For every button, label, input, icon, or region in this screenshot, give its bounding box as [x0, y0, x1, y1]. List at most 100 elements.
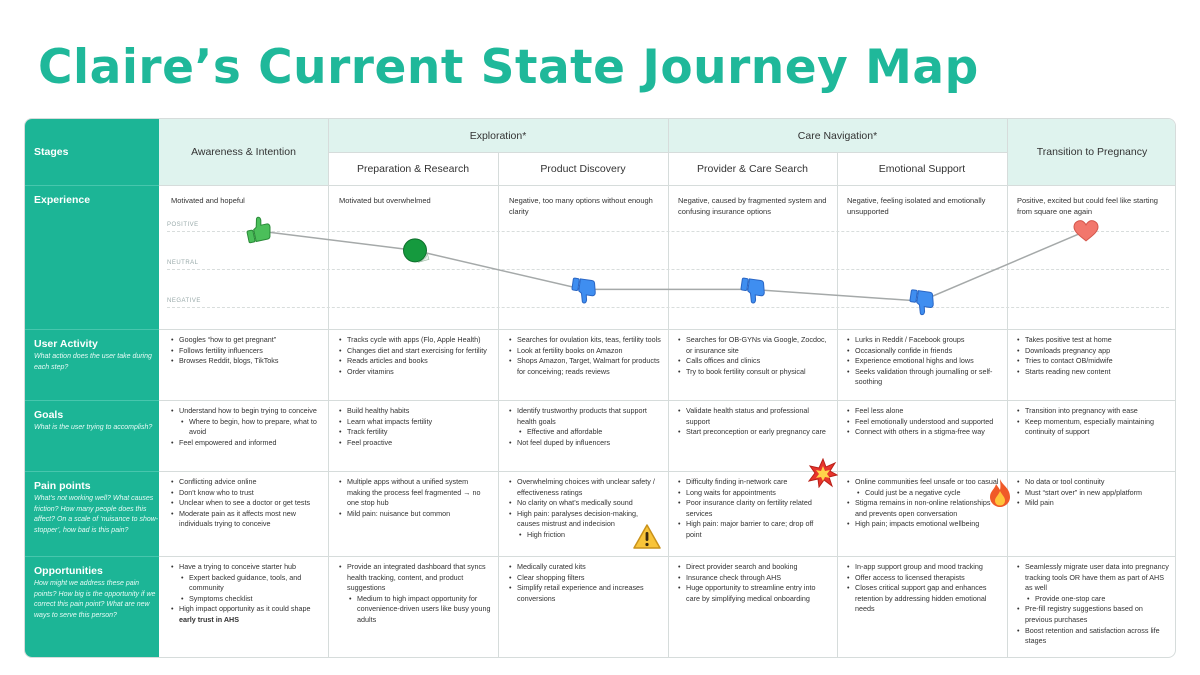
activity-item: Follows fertility influencers [171, 346, 321, 357]
experience-text-emotional: Negative, feeling isolated and emotional… [847, 196, 986, 216]
activity-item: Takes positive test at home [1017, 335, 1169, 346]
goals-item: Effective and affordable [509, 427, 661, 438]
stage-header-awareness: Awareness & Intention [159, 119, 328, 185]
experience-text-provider: Negative, caused by fragmented system an… [678, 196, 827, 216]
goals-item: Connect with others in a stigma-free way [847, 427, 999, 438]
activity-item: Experience emotional highs and lows [847, 356, 999, 367]
thumbs-down-icon [740, 277, 765, 304]
pain-label-cell: Pain points What’s not working well? Wha… [25, 471, 159, 556]
activity-cell-product: Searches for ovulation kits, teas, ferti… [509, 335, 661, 377]
pain-item: High pain: major barrier to care; drop o… [678, 519, 830, 540]
experience-label-cell: Experience [25, 185, 159, 329]
pain-label: Pain points [34, 480, 91, 492]
journey-map: Stages Experience User Activity What act… [24, 118, 1176, 658]
activity-cell-awareness: Googles “how to get pregnant”Follows fer… [171, 335, 321, 367]
pain-cell-provider: Difficulty finding in-network careLong w… [678, 477, 830, 541]
pain-item: Multiple apps without a unified system m… [339, 477, 491, 509]
pain-item: Could just be a negative cycle [847, 488, 999, 499]
stage-header-provider-search: Provider & Care Search [668, 152, 837, 185]
thumbs-down-icon [909, 289, 934, 316]
pain-cell-emotional: Online communities feel unsafe or too ca… [847, 477, 999, 530]
pain-item: Poor insurance clarity on fertility rela… [678, 498, 830, 519]
opps-cell-awareness: Have a trying to conceive starter hubExp… [171, 562, 321, 626]
goals-cell-awareness: Understand how to begin trying to concei… [171, 406, 321, 448]
scale-neutral-label: NEUTRAL [167, 260, 199, 266]
experience-line [257, 230, 1087, 302]
thumbs-up-icon [246, 216, 271, 244]
explosion-icon [808, 458, 838, 488]
pain-item: High pain; impacts emotional wellbeing [847, 519, 999, 530]
activity-item: Tracks cycle with apps (Flo, Apple Healt… [339, 335, 491, 346]
activity-cell-provider: Searches for OB-GYNs via Google, Zocdoc,… [678, 335, 830, 377]
pain-item: Must “start over” in new app/platform [1017, 488, 1169, 499]
stages-label: Stages [34, 146, 69, 158]
opps-cell-transition: Seamlessly migrate user data into pregna… [1017, 562, 1169, 647]
opps-cell-product: Medically curated kitsClear shopping fil… [509, 562, 661, 604]
opps-cell-emotional: In-app support group and mood trackingOf… [847, 562, 999, 615]
goals-item: Feel less alone [847, 406, 999, 417]
page-title: Claire’s Current State Journey Map [38, 40, 979, 95]
activity-item: Seeks validation through journalling or … [847, 367, 999, 388]
stage-header-emotional-support: Emotional Support [837, 152, 1007, 185]
goals-cell-preparation: Build healthy habitsLearn what impacts f… [339, 406, 491, 448]
group-header-care-navigation: Care Navigation* [668, 119, 1007, 152]
goals-item: Track fertility [339, 427, 491, 438]
pain-item: Stigma remains in non-online relationshi… [847, 498, 999, 519]
opps-cell-preparation: Provide an integrated dashboard that syn… [339, 562, 491, 626]
opps-item: Simplify retail experience and increases… [509, 583, 661, 604]
opps-item: Provide an integrated dashboard that syn… [339, 562, 491, 594]
opps-item: Boost retention and satisfaction across … [1017, 626, 1169, 647]
goals-item: Feel proactive [339, 438, 491, 449]
opps-item: Medically curated kits [509, 562, 661, 573]
pain-cell-product: Overwhelming choices with unclear safety… [509, 477, 661, 541]
fire-icon [990, 479, 1010, 507]
opps-cell-provider: Direct provider search and bookingInsura… [678, 562, 830, 604]
pain-item: Online communities feel unsafe or too ca… [847, 477, 999, 488]
opps-item: Medium to high impact opportunity for co… [339, 594, 491, 626]
opps-label: Opportunities [34, 565, 103, 577]
activity-cell-emotional: Lurks in Reddit / Facebook groupsOccasio… [847, 335, 999, 388]
activity-item: Searches for ovulation kits, teas, ferti… [509, 335, 661, 346]
goals-label-cell: Goals What is the user trying to accompl… [25, 400, 159, 471]
activity-item: Order vitamins [339, 367, 491, 378]
activity-label-cell: User Activity What action does the user … [25, 329, 159, 400]
activity-sublabel: What action does the user take during ea… [34, 353, 152, 371]
activity-item: Tries to contact OB/midwife [1017, 356, 1169, 367]
experience-text-product: Negative, too many options without enoug… [509, 196, 653, 216]
activity-item: Browses Reddit, blogs, TikToks [171, 356, 321, 367]
pain-item: Moderate pain as it affects most new ind… [171, 509, 321, 530]
goals-sublabel: What is the user trying to accomplish? [34, 424, 153, 431]
stage-header-transition: Transition to Pregnancy [1007, 119, 1175, 185]
activity-item: Changes diet and start exercising for fe… [339, 346, 491, 357]
activity-label: User Activity [34, 338, 98, 350]
neutral-face-icon [403, 238, 430, 263]
goals-item: Keep momentum, especially maintaining co… [1017, 417, 1169, 438]
experience-text-transition: Positive, excited but could feel like st… [1017, 196, 1158, 216]
goals-item: Understand how to begin trying to concei… [171, 406, 321, 417]
opps-item: Clear shopping filters [509, 573, 661, 584]
opps-item: Provide one-stop care [1017, 594, 1169, 605]
opps-item: Insurance check through AHS [678, 573, 830, 584]
opps-item: Symptoms checklist [171, 594, 321, 605]
opps-item: Have a trying to conceive starter hub [171, 562, 321, 573]
goals-cell-product: Identify trustworthy products that suppo… [509, 406, 661, 448]
opps-item: Seamlessly migrate user data into pregna… [1017, 562, 1169, 594]
opps-label-cell: Opportunities How might we address these… [25, 556, 159, 657]
activity-item: Downloads pregnancy app [1017, 346, 1169, 357]
activity-item: Occasionally confide in friends [847, 346, 999, 357]
pain-cell-transition: No data or tool continuityMust “start ov… [1017, 477, 1169, 509]
goals-item: Start preconception or early pregnancy c… [678, 427, 830, 438]
thumbs-down-icon [571, 277, 596, 304]
activity-item: Shops Amazon, Target, Walmart for produc… [509, 356, 661, 377]
activity-item: Starts reading new content [1017, 367, 1169, 378]
pain-item: Conflicting advice online [171, 477, 321, 488]
pain-item: Difficulty finding in-network care [678, 477, 830, 488]
pain-sublabel: What’s not working well? What causes fri… [34, 495, 159, 534]
pain-cell-awareness: Conflicting advice onlineDon’t know who … [171, 477, 321, 530]
goals-cell-provider: Validate health status and professional … [678, 406, 830, 438]
opps-item: In-app support group and mood tracking [847, 562, 999, 573]
goals-label: Goals [34, 409, 64, 421]
pain-item: No clarity on what’s medically sound [509, 498, 661, 509]
pain-item: Long waits for appointments [678, 488, 830, 499]
scale-positive-label: POSITIVE [167, 222, 199, 228]
